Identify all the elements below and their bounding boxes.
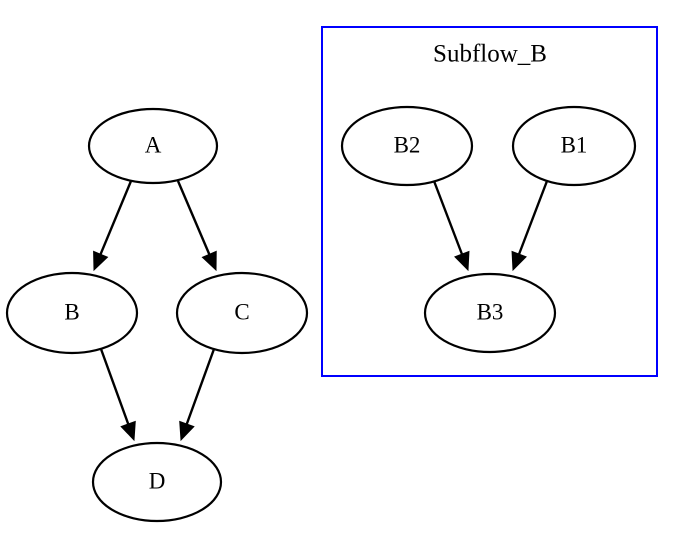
node-b[interactable]: B [5, 271, 139, 355]
node-label: A [145, 132, 162, 157]
edge-line [185, 348, 216, 425]
arrowhead-icon [454, 250, 470, 272]
arrowhead-icon [511, 250, 527, 272]
edge-line [99, 348, 130, 425]
node-shape-ellipse [87, 107, 219, 185]
cluster-subflow-b[interactable]: Subflow_B [321, 26, 658, 377]
edge-line [432, 180, 464, 255]
edge-line [176, 180, 211, 255]
edge-a-to-b[interactable] [93, 180, 133, 272]
edge-b-to-d[interactable] [99, 348, 136, 442]
node-label: B2 [394, 132, 421, 157]
cluster-label-subflow-b: Subflow_B [433, 41, 547, 68]
node-shape-ellipse [511, 105, 637, 187]
node-d[interactable]: D [91, 441, 223, 523]
arrowhead-icon [93, 250, 109, 272]
edge-line [517, 180, 549, 255]
node-c[interactable]: C [175, 271, 309, 355]
node-label: C [234, 299, 249, 324]
node-b2[interactable]: B2 [340, 105, 474, 187]
node-shape-ellipse [5, 271, 139, 355]
edge-line [99, 180, 133, 255]
arrowhead-icon [179, 420, 195, 442]
node-b1[interactable]: B1 [511, 105, 637, 187]
edges-group [93, 180, 549, 442]
node-label: B3 [477, 299, 504, 324]
node-shape-ellipse [175, 271, 309, 355]
edge-a-to-c[interactable] [176, 180, 217, 272]
node-shape-ellipse [91, 441, 223, 523]
node-label: B1 [561, 132, 588, 157]
edge-c-to-d[interactable] [179, 348, 216, 442]
node-label: B [64, 299, 79, 324]
arrowhead-icon [120, 420, 136, 442]
node-shape-ellipse [340, 105, 474, 187]
edge-b2-to-b3[interactable] [432, 180, 470, 272]
arrowhead-icon [201, 250, 217, 272]
cluster-border-subflow-b [321, 26, 658, 377]
node-label: D [149, 468, 166, 493]
edge-b1-to-b3[interactable] [511, 180, 549, 272]
node-shape-ellipse [423, 272, 557, 354]
node-a[interactable]: A [87, 107, 219, 185]
node-b3[interactable]: B3 [423, 272, 557, 354]
